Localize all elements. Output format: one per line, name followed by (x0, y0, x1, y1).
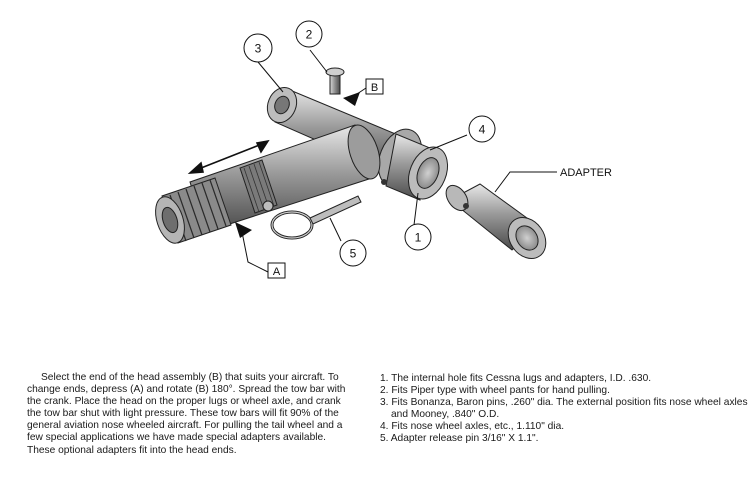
piper-pin (325, 67, 360, 106)
callout-4-label: 4 (479, 123, 486, 137)
note-4: 4. Fits nose wheel axles, etc., 1.110" d… (380, 420, 565, 432)
tow-bar-head-diagram: 1 2 3 4 5 A B ADAPTER (155, 20, 612, 279)
note-2: 2. Fits Piper type with wheel pants for … (380, 384, 610, 396)
release-pin (270, 195, 362, 240)
spread-arrow (187, 139, 270, 174)
adapter-part (445, 183, 547, 259)
callout-1-label: 1 (415, 231, 422, 245)
note-5: 5. Adapter release pin 3/16" X 1.1". (380, 432, 539, 444)
label-box-a: A (267, 262, 286, 279)
main-shaft (155, 124, 381, 244)
label-a-text: A (273, 266, 281, 278)
leader-lines (241, 49, 557, 273)
label-b-text: B (371, 82, 378, 94)
head-end-4 (377, 128, 449, 201)
callout-3-label: 3 (255, 42, 262, 56)
callout-2: 2 (295, 20, 323, 48)
part-notes-list: 1. The internal hole fits Cessna lugs an… (380, 373, 748, 444)
callout-5-label: 5 (350, 247, 357, 261)
label-box-b: B (365, 78, 384, 95)
instructions-text: Select the end of the head assembly (B) … (27, 372, 346, 456)
adapter-label: ADAPTER (560, 167, 612, 179)
note-1: 1. The internal hole fits Cessna lugs an… (380, 373, 652, 384)
callout-3: 3 (243, 33, 273, 63)
callout-1: 1 (404, 223, 432, 251)
callout-5: 5 (339, 239, 367, 267)
callout-4: 4 (468, 115, 496, 143)
callout-2-label: 2 (306, 28, 313, 42)
instructions-paragraph: Select the end of the head assembly (B) … (27, 372, 347, 457)
note-3: 3. Fits Bonanza, Baron pins, .260" dia. … (380, 396, 748, 420)
